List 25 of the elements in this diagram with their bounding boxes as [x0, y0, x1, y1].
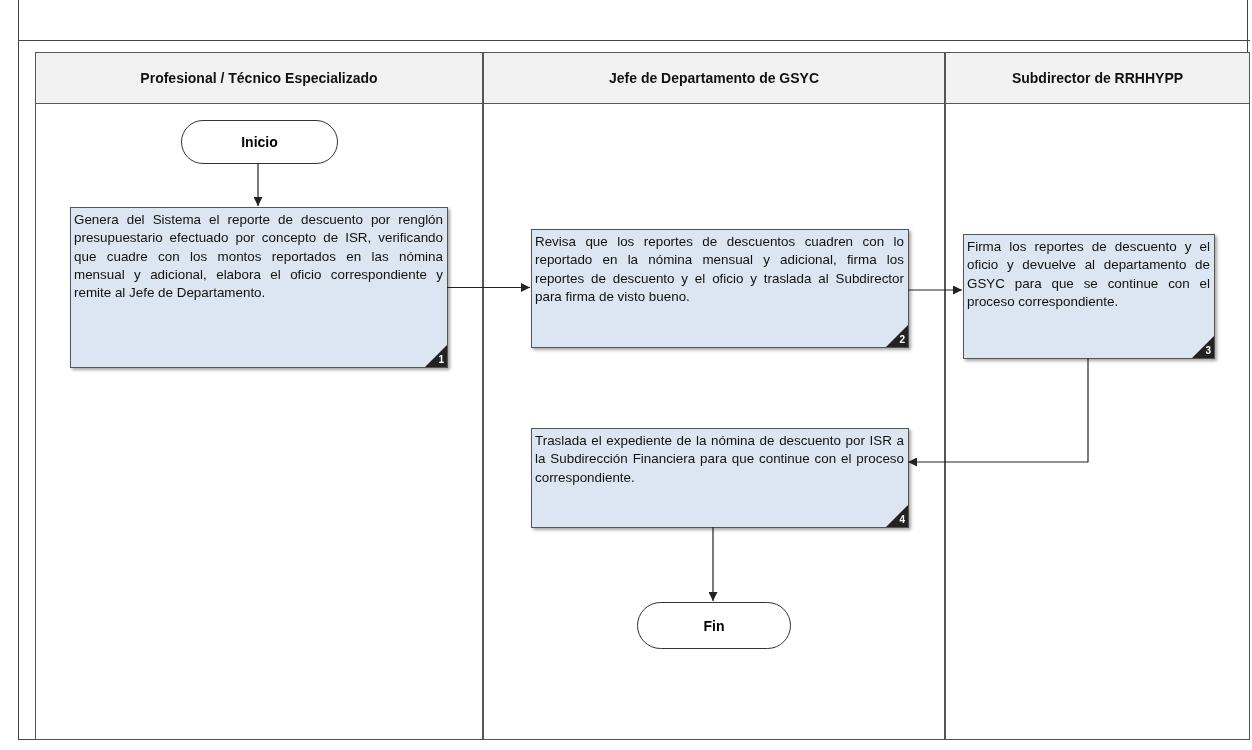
step-number: 2 [886, 325, 908, 347]
arrow [907, 357, 1089, 467]
process-text: Revisa que los reportes de descuentos cuadren con lo reportado en la nómina mensual y adicional, firma los reportes de descuento y el oficio y traslada al Subdirector para firma de visto bueno. [535, 233, 904, 307]
process-box [531, 428, 909, 528]
terminator-label: Fin [703, 617, 725, 634]
step-number: 3 [1192, 336, 1214, 358]
process-text: Firma los reportes de descuento y el oficio y devuelve al departamento de GSYC para que se continue con el proceso correspondiente. [967, 238, 1210, 312]
terminator-label: Inicio [241, 134, 278, 150]
swimlane [35, 52, 483, 740]
lane-header: Jefe de Departamento de GSYC [484, 53, 944, 104]
arrow [446, 283, 531, 292]
swimlane [945, 52, 1250, 740]
arrow [253, 162, 263, 207]
process-box [70, 207, 448, 368]
process-box [963, 234, 1215, 359]
process-text: Genera del Sistema el reporte de descuento por renglón presupuestario efectuado por concepto de ISR, verificando que cuadre con los montos reportados en las nómina mensual y adicional, elabora el oficio correspondiente y remite al Jefe de Departamento. [74, 211, 443, 303]
swimlane [483, 52, 945, 740]
arrow [708, 526, 718, 602]
lane-header: Subdirector de RRHHYPP [946, 53, 1249, 104]
step-number: 4 [886, 505, 908, 527]
step-number: 1 [425, 345, 447, 367]
arrow [907, 285, 963, 295]
lane-header: Profesional / Técnico Especializado [36, 53, 482, 104]
process-text: Traslada el expediente de la nómina de descuento por ISR a la Subdirección Financiera para que continue con el proceso correspondiente. [535, 432, 904, 487]
process-box [531, 229, 909, 348]
